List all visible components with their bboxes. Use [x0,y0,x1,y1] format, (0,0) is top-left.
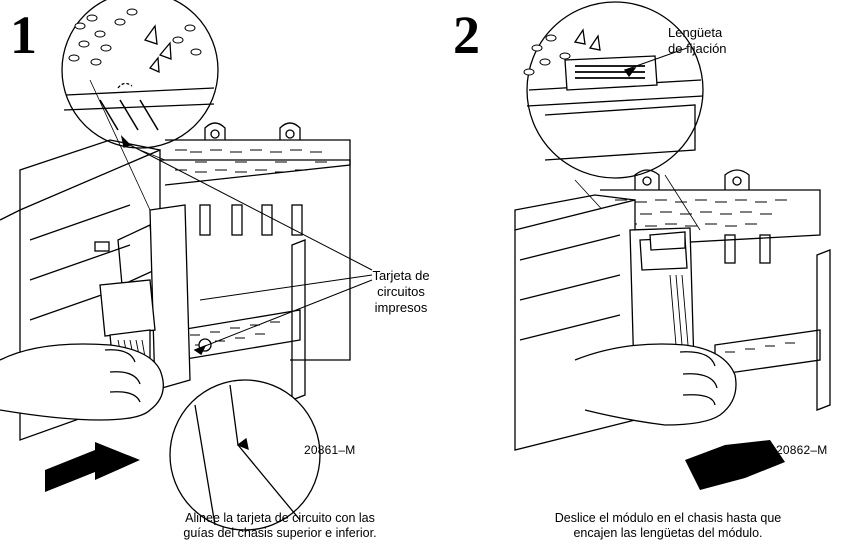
caption-line: Alinee la tarjeta de circuito con las [185,511,375,525]
magnified-top-detail [61,0,219,149]
step-number: 2 [453,5,480,65]
locking-tab-callout: Lengüeta de fijación [668,25,758,57]
magnified-bottom-detail [169,379,321,531]
caption-line: guías del chasis superior e inferior. [183,526,377,540]
figure-code: 20861–M [304,443,356,457]
callout-line: Lengüeta [668,25,723,40]
callout-line: de fijación [668,41,727,56]
callout-line: Tarjeta de [372,268,430,283]
step-2-panel: 2 Lengüeta de fijación 20862–M Deslice e… [425,0,845,553]
step-caption: Deslice el módulo en el chasis hasta que… [518,511,818,541]
callout-line: circuitos [377,284,425,299]
step-caption: Alinee la tarjeta de circuito con las gu… [130,511,430,541]
caption-line: encajen las lengüetas del módulo. [573,526,763,540]
callout-line: impresos [374,300,428,315]
figure-code: 20862–M [776,443,828,457]
magnified-latch-detail [526,1,704,179]
caption-line: Deslice el módulo en el chasis hasta que [554,511,782,525]
step-2-illustration [514,1,831,490]
step-1-illustration [0,0,373,531]
step-1-panel: 1 Tarjeta de circuitos impresos 20861–M … [0,0,430,553]
insert-direction-arrow [45,442,140,492]
step-number: 1 [10,5,37,65]
circuit-board-callout: Tarjeta de circuitos impresos [368,268,434,316]
